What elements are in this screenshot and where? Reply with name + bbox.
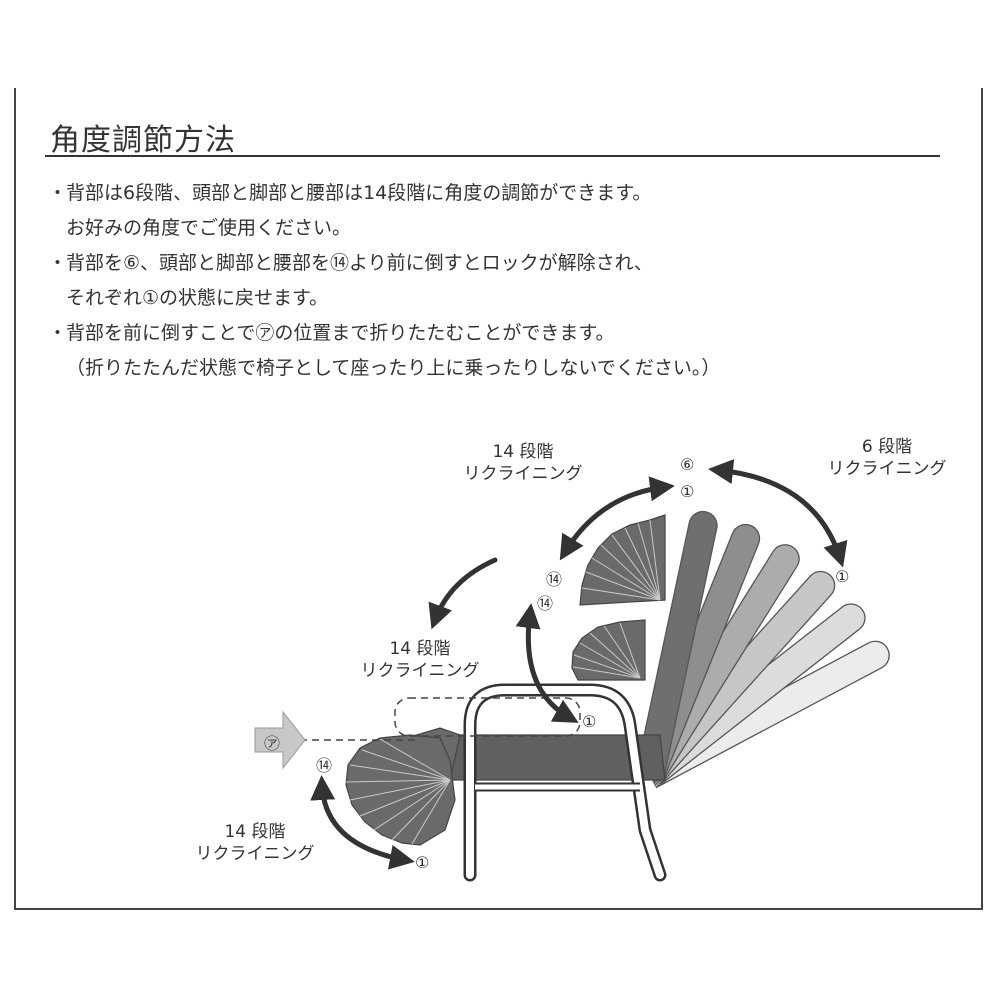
marker-head-6: ⑥ (680, 455, 695, 474)
instruction-item-1: ・背部は6段階、頭部と脚部と腰部は14段階に角度の調節ができます。 お好みの角度… (48, 176, 948, 246)
backrest-positions (635, 510, 890, 789)
headrest-fan (579, 514, 666, 606)
leg-adjust-arrow (310, 775, 415, 870)
section-title: 角度調節方法 (50, 123, 236, 158)
instruction-text: （折りたたんだ状態で椅子として座ったり上に乗ったりしないでください。） (66, 357, 721, 379)
leg-steps-text: 14 段階 (224, 822, 286, 842)
marker-waist-14: ⑭ (537, 594, 554, 613)
waist-steps-text: 14 段階 (389, 639, 451, 659)
page-frame-right (981, 88, 983, 910)
page-frame-left (14, 88, 16, 910)
bullet-mark: ・ (48, 322, 68, 344)
legrest-fan (345, 734, 456, 846)
folded-position-outline (394, 697, 581, 737)
marker-leg-14: ⑭ (316, 756, 333, 775)
instruction-text: お好みの角度でご使用ください。 (66, 217, 352, 239)
adjust-arrows (310, 459, 848, 870)
back-reclining-text: リクライニング (827, 459, 947, 479)
leg-reclining-label: 14 段階 リクライニング (180, 821, 330, 865)
instruction-item-2: ・背部を⑥、頭部と脚部と腰部を⑭より前に倒すとロックが解除され、 それぞれ①の状… (48, 246, 948, 316)
waist-reclining-text: リクライニング (360, 661, 480, 681)
instruction-text: それぞれ①の状態に戻せます。 (66, 287, 329, 309)
marker-head-1: ① (680, 482, 695, 501)
marker-back-1: ① (835, 567, 850, 586)
waist-fold-arrow (428, 557, 498, 630)
marker-fold-a: ㋐ (264, 734, 281, 753)
page-frame-bottom (14, 908, 983, 910)
back-reclining-label: 6 段階 リクライニング (812, 436, 962, 480)
head-steps-text: 14 段階 (492, 442, 554, 462)
waist-adjust-arrow (515, 603, 579, 723)
marker-waist-1: ① (582, 712, 597, 731)
waist-fan (571, 619, 646, 681)
marker-head-14: ⑭ (546, 570, 563, 589)
head-adjust-arrow (559, 476, 675, 561)
back-adjust-arrow (708, 459, 848, 568)
instruction-list: ・背部は6段階、頭部と脚部と腰部は14段階に角度の調節ができます。 お好みの角度… (48, 176, 948, 386)
bullet-mark: ・ (48, 252, 68, 274)
instruction-text: 背部を前に倒すことで㋐の位置まで折りたたむことができます。 (66, 322, 615, 344)
leg-reclining-text: リクライニング (195, 844, 315, 864)
chair-frame (463, 683, 667, 882)
instruction-text: 背部は6段階、頭部と脚部と腰部は14段階に角度の調節ができます。 (66, 182, 652, 204)
title-underline (45, 155, 940, 157)
marker-leg-1: ① (415, 853, 430, 872)
head-reclining-label: 14 段階 リクライニング (448, 441, 598, 485)
waist-reclining-label: 14 段階 リクライニング (345, 638, 495, 682)
head-reclining-text: リクライニング (463, 464, 583, 484)
instruction-text: 背部を⑥、頭部と脚部と腰部を⑭より前に倒すとロックが解除され、 (66, 252, 653, 274)
instruction-item-3: ・背部を前に倒すことで㋐の位置まで折りたたむことができます。 （折りたたんだ状態… (48, 316, 948, 386)
fold-arrow-icon (254, 710, 306, 770)
back-steps-text: 6 段階 (861, 437, 913, 457)
bullet-mark: ・ (48, 182, 68, 204)
